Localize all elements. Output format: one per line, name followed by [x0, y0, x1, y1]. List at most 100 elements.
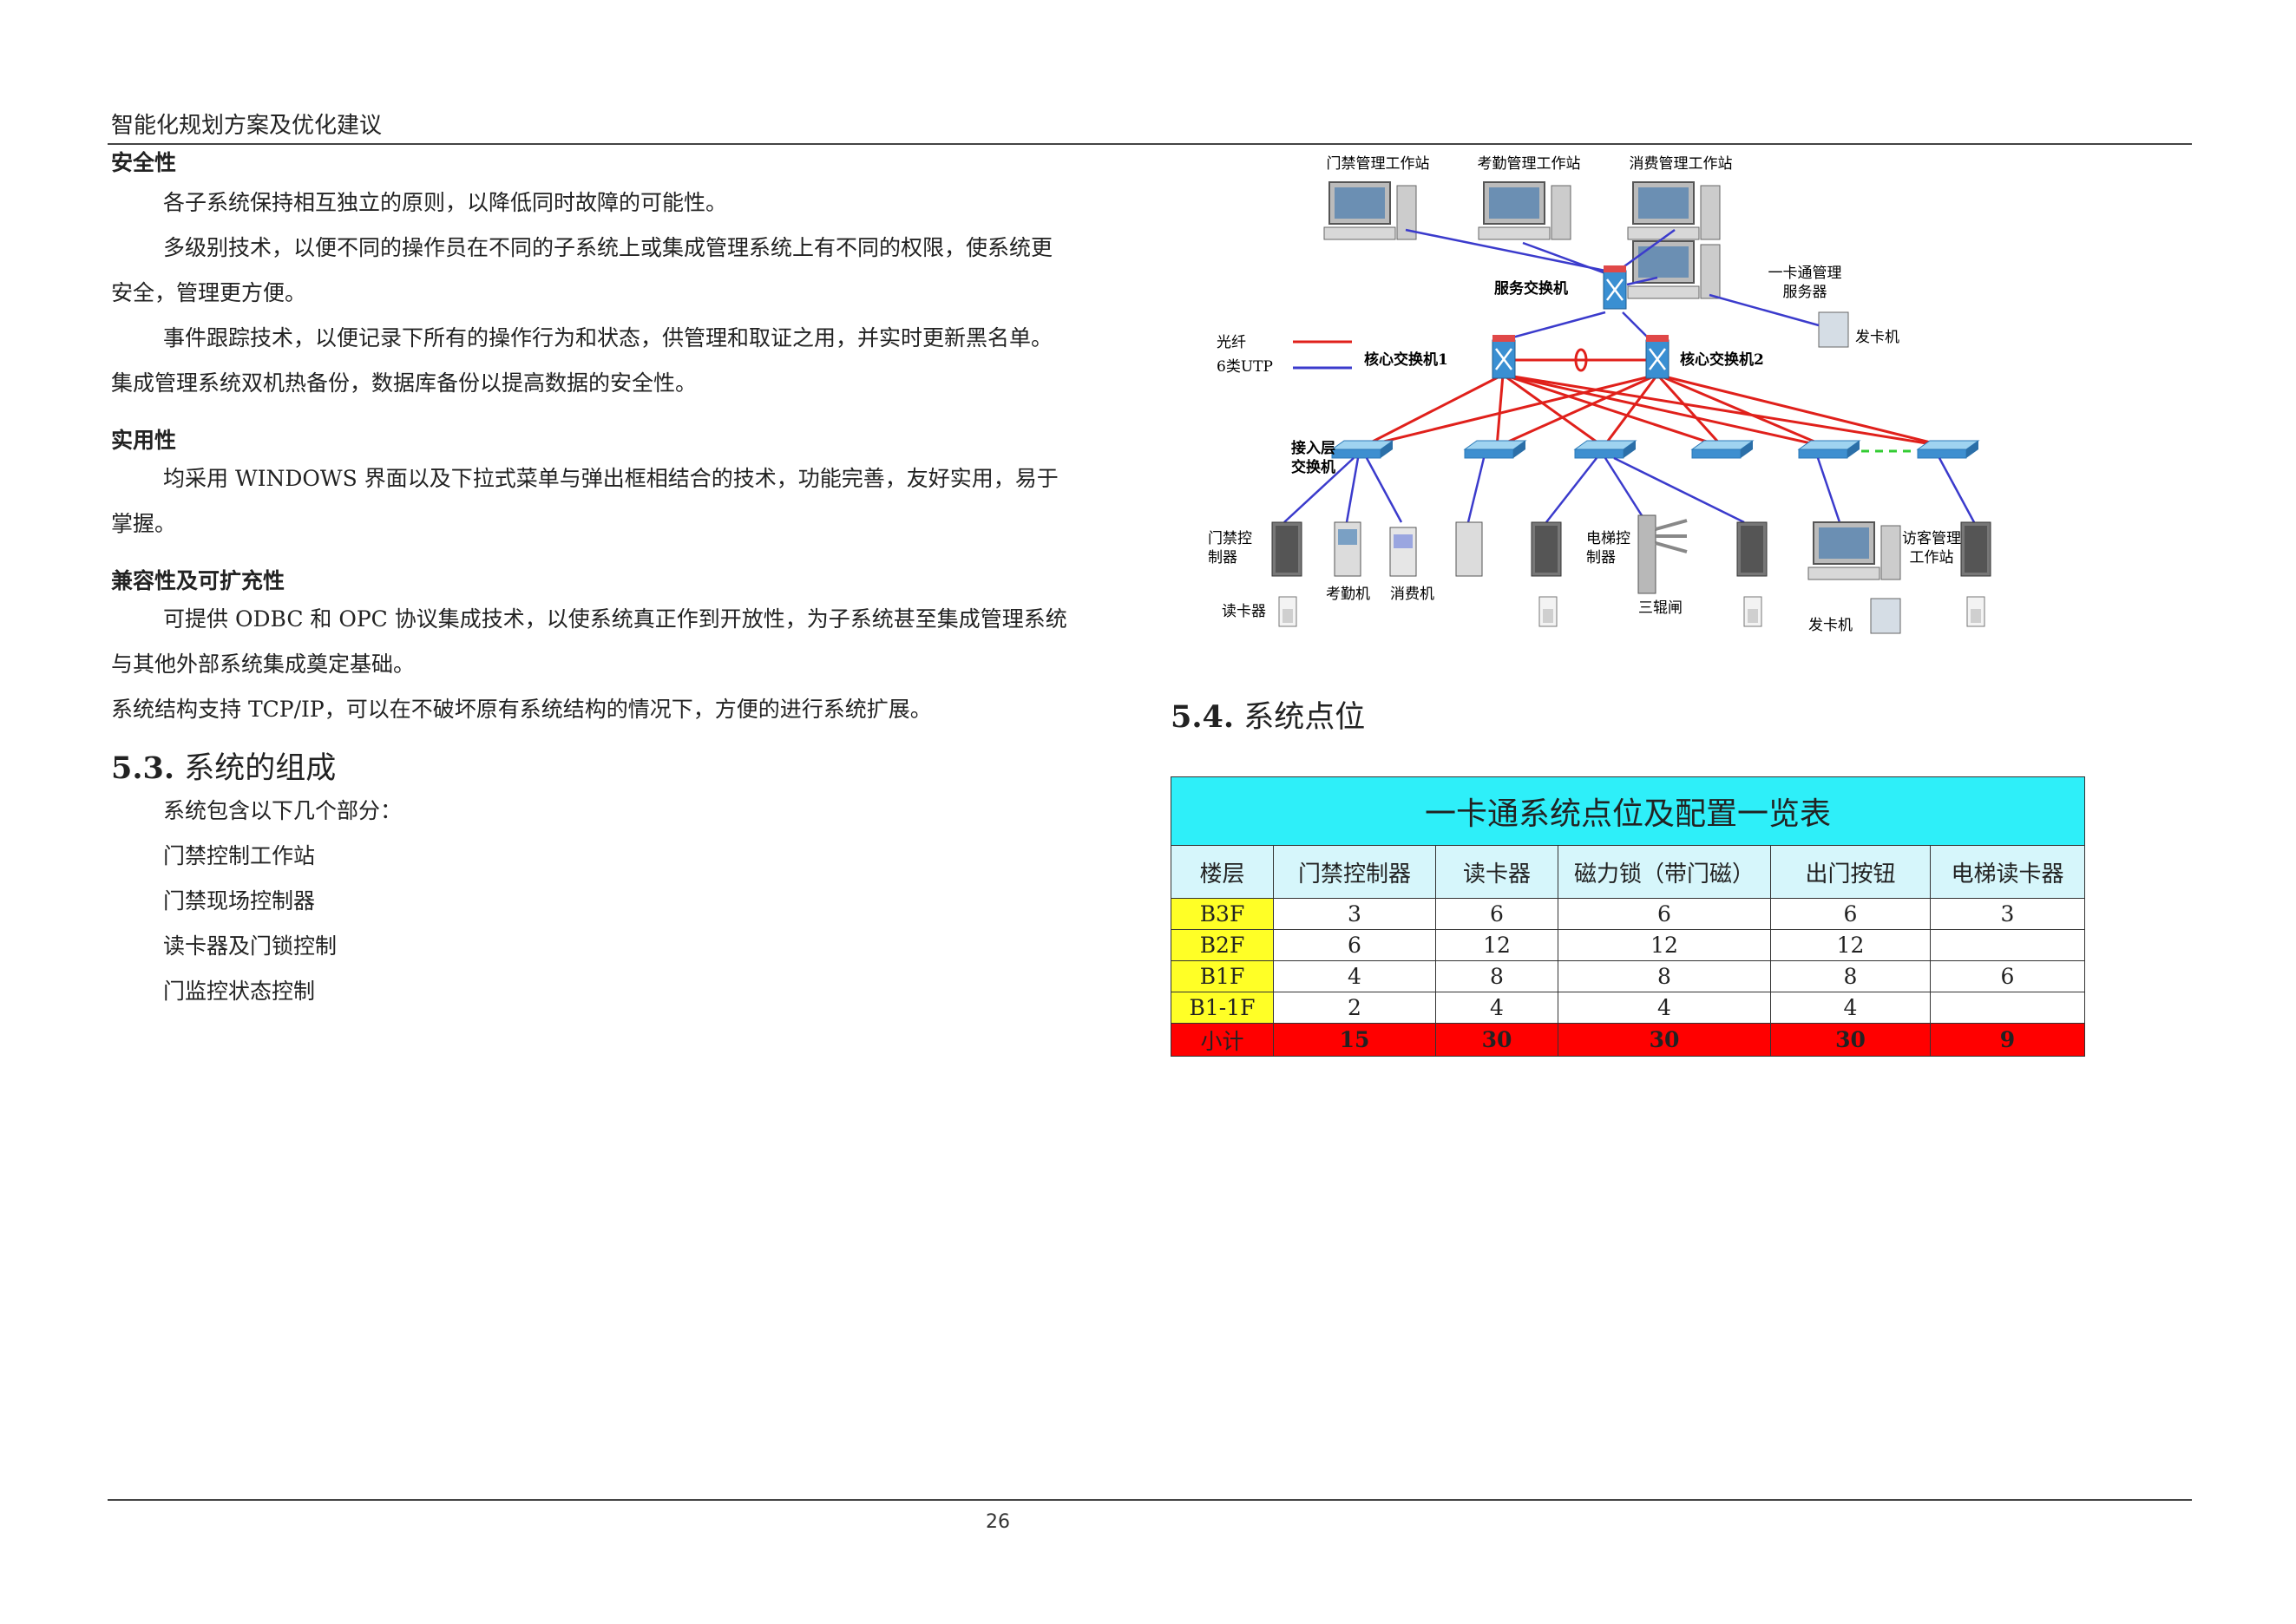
security-p2a: 多级别技术，以便不同的操作员在不同的子系统上或集成管理系统上有不同的权限，使系统… [163, 235, 1053, 260]
table-cell: 6 [1770, 898, 1931, 930]
list-item: 读卡器及门锁控制 [163, 933, 338, 959]
table-cell-floor: B3F [1171, 898, 1274, 930]
table-row: B1F 4 8 8 8 6 [1171, 960, 2085, 992]
table-cell: 12 [1770, 929, 1931, 961]
table-cell: 6 [1435, 898, 1558, 930]
table-header-cell: 磁力锁（带门磁） [1558, 845, 1771, 899]
elevator-controller-icon [1531, 521, 1562, 577]
turnstile-label: 三辊闸 [1638, 599, 1683, 617]
practical-heading: 实用性 [111, 428, 177, 453]
table-header-cell: 出门按钮 [1770, 845, 1931, 899]
compat-heading: 兼容性及可扩充性 [111, 568, 285, 593]
table-total-cell: 30 [1770, 1023, 1931, 1057]
document-header: 智能化规划方案及优化建议 [111, 113, 383, 139]
list-item: 门禁控制工作站 [163, 843, 316, 868]
table-total-cell: 30 [1435, 1023, 1558, 1057]
core-switch-2-label: 核心交换机2 [1680, 350, 1764, 369]
server-computer-icon [1627, 240, 1721, 299]
table-cell: 4 [1435, 992, 1558, 1024]
workstation-computer-icon [1478, 181, 1571, 240]
section-5-4-number: 5.4. [1171, 699, 1235, 735]
card-reader-label: 读卡器 [1222, 603, 1266, 620]
table-row: B3F 3 6 6 6 3 [1171, 898, 2085, 930]
compat-p1a: 可提供 ODBC 和 OPC 协议集成技术，以使系统真正作到开放性，为子系统甚至… [163, 606, 1067, 632]
list-item: 门监控状态控制 [163, 979, 316, 1004]
elevator-label: 制器 [1586, 549, 1616, 566]
workstation-label: 门禁管理工作站 [1327, 155, 1430, 173]
visitor-computer-icon [1807, 521, 1901, 580]
workstation-label: 考勤管理工作站 [1478, 155, 1581, 173]
door-controller-label: 门禁控 [1208, 530, 1252, 547]
door-controller-icon [1960, 521, 1991, 577]
elevator-label: 电梯控 [1586, 530, 1630, 547]
compat-p1b: 与其他外部系统集成奠定基础。 [111, 652, 416, 677]
table-header-row: 楼层 门禁控制器 读卡器 磁力锁（带门磁） 出门按钮 电梯读卡器 [1171, 845, 2085, 899]
point-configuration-table: 一卡通系统点位及配置一览表 楼层 门禁控制器 读卡器 磁力锁（带门磁） 出门按钮… [1171, 776, 2085, 1057]
service-switch-label: 服务交换机 [1494, 279, 1568, 298]
table-cell: 4 [1770, 992, 1931, 1024]
page-number: 26 [986, 1511, 1010, 1533]
table-cell [1930, 929, 2085, 961]
table-cell: 8 [1435, 960, 1558, 992]
table-cell-floor: B1F [1171, 960, 1274, 992]
table-cell [1930, 992, 2085, 1024]
table-cell: 2 [1273, 992, 1436, 1024]
card-issuer-label: 发卡机 [1855, 329, 1899, 346]
practical-p1a: 均采用 WINDOWS 界面以及下拉式菜单与弹出框相结合的技术，功能完善，友好实… [163, 466, 1059, 491]
table-total-row: 小计 15 30 30 30 9 [1171, 1023, 2085, 1057]
core-switch-1-icon [1491, 333, 1517, 380]
section-5-3-text: 系统的组成 [184, 751, 337, 786]
consume-screen [1394, 534, 1413, 548]
attendance-screen [1338, 529, 1357, 545]
workstation-computer-icon [1323, 181, 1417, 240]
table-total-cell: 15 [1273, 1023, 1436, 1057]
section-5-3-intro: 系统包含以下几个部分： [163, 798, 403, 823]
table-cell: 4 [1273, 960, 1436, 992]
section-5-4-text: 系统点位 [1243, 700, 1366, 735]
section-5-4-title: 5.4. 系统点位 [1171, 692, 1365, 737]
header-rule [108, 143, 2192, 145]
table-header-cell: 电梯读卡器 [1930, 845, 2085, 899]
security-p2b: 安全，管理更方便。 [111, 280, 307, 305]
card-issuer-label: 发卡机 [1808, 617, 1853, 634]
table-title: 一卡通系统点位及配置一览表 [1171, 776, 2085, 846]
table-cell: 3 [1273, 898, 1436, 930]
turnstile-icon [1637, 514, 1688, 594]
table-row: B2F 6 12 12 12 [1171, 929, 2085, 961]
server-label: 服务器 [1783, 284, 1827, 301]
core-switch-1-label: 核心交换机1 [1364, 350, 1448, 369]
table-cell: 6 [1273, 929, 1436, 961]
card-reader-icon [1966, 596, 1985, 627]
access-switch-label: 接入层 [1291, 439, 1335, 457]
table-cell: 6 [1558, 898, 1771, 930]
access-switch-icon [1691, 440, 1754, 459]
security-p3b: 集成管理系统双机热备份，数据库备份以提高数据的安全性。 [111, 370, 698, 396]
table-total-cell: 30 [1558, 1023, 1771, 1057]
access-switch-icon [1917, 440, 1979, 459]
table-row: B1-1F 2 4 4 4 [1171, 992, 2085, 1024]
door-controller-label: 制器 [1208, 549, 1237, 566]
server-label: 一卡通管理 [1768, 265, 1842, 282]
reader-panel-icon [1455, 521, 1483, 577]
table-cell: 3 [1930, 898, 2085, 930]
table-cell: 12 [1558, 929, 1771, 961]
table-cell-floor: B1-1F [1171, 992, 1274, 1024]
footer-rule [108, 1499, 2192, 1501]
security-p1: 各子系统保持相互独立的原则，以降低同时故障的可能性。 [163, 190, 728, 215]
visitor-label: 工作站 [1910, 549, 1954, 566]
table-cell: 8 [1770, 960, 1931, 992]
card-issuer-icon [1818, 311, 1849, 348]
legend-fiber-label: 光纤 [1217, 334, 1246, 351]
section-5-3-number: 5.3. [111, 750, 175, 786]
table-header-cell: 门禁控制器 [1273, 845, 1436, 899]
table-header-cell: 楼层 [1171, 845, 1274, 899]
card-reader-icon [1743, 596, 1762, 627]
list-item: 门禁现场控制器 [163, 888, 316, 914]
table-total-label: 小计 [1171, 1023, 1274, 1057]
core-switch-2-icon [1644, 333, 1670, 380]
practical-p1b: 掌握。 [111, 511, 177, 536]
access-switch-icon [1331, 440, 1394, 459]
section-5-3-title: 5.3. 系统的组成 [111, 743, 336, 788]
table-cell: 12 [1435, 929, 1558, 961]
consume-label: 消费机 [1390, 586, 1434, 603]
